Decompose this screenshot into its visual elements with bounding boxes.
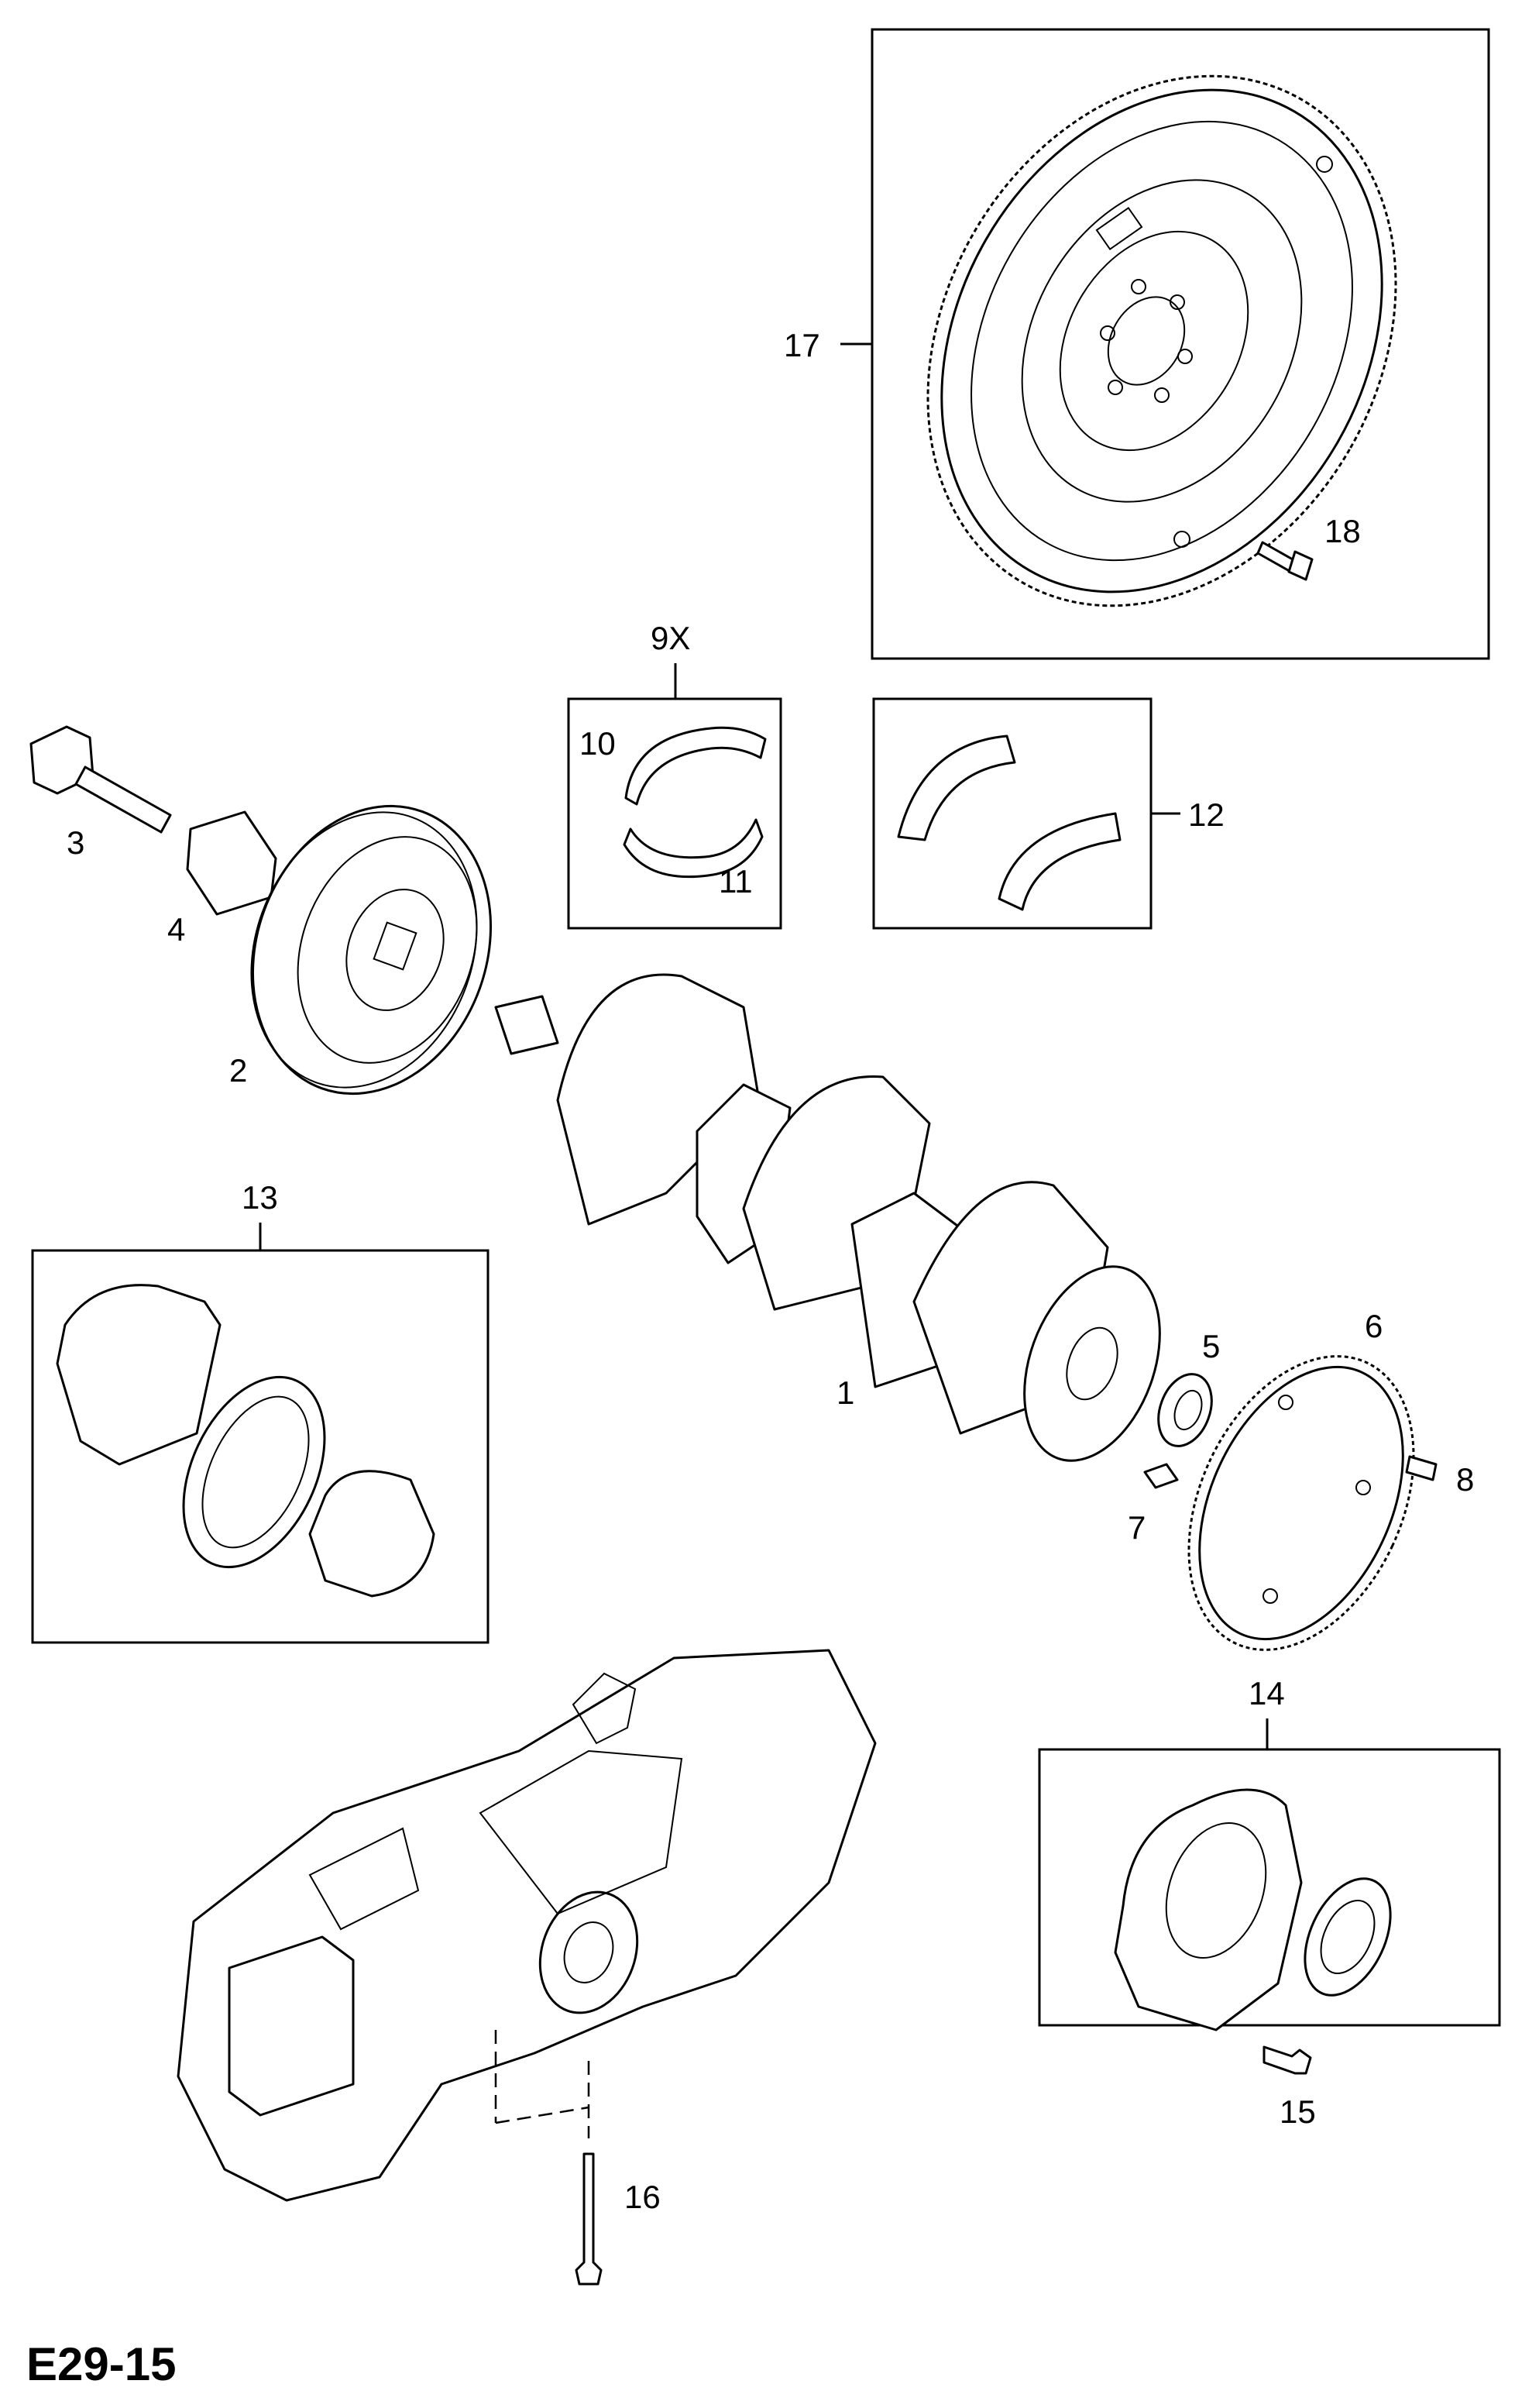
oil-seal-ring — [182, 1375, 326, 1569]
callout-14: 14 — [1249, 1675, 1285, 1711]
rear-seal-box — [1038, 1748, 1501, 2027]
rear-seal-group: 14 — [1038, 1675, 1501, 2031]
pulley-bolt — [29, 725, 172, 834]
callout-16: 16 — [624, 2179, 661, 2215]
callout-12: 12 — [1188, 796, 1225, 833]
reluctor-gear — [1187, 1355, 1415, 1651]
callout-9x: 9X — [651, 620, 690, 656]
thrust-washer-lower — [998, 812, 1122, 911]
callout-4: 4 — [167, 911, 185, 948]
crankshaft-pulley — [250, 804, 493, 1096]
engine-block — [177, 1649, 877, 2202]
pulley-washer — [186, 810, 277, 916]
callout-8: 8 — [1456, 1461, 1474, 1498]
flywheel — [926, 74, 1397, 607]
main-bearing-group: 9X 10 11 — [567, 620, 782, 930]
pilot-bearing — [1157, 1373, 1213, 1447]
callout-7: 7 — [1128, 1509, 1146, 1546]
callout-3: 3 — [67, 824, 84, 861]
gear-bolt — [1405, 1455, 1438, 1481]
callout-13: 13 — [242, 1179, 278, 1216]
bearing-shell-upper — [624, 726, 767, 806]
seal-bushing — [308, 1470, 435, 1598]
flywheel-group: 17 18 — [784, 28, 1490, 660]
rear-seal-housing — [1114, 1788, 1303, 2031]
block-bolt — [575, 2152, 603, 2286]
callout-10: 10 — [579, 725, 616, 762]
thrust-washer-upper — [897, 734, 1016, 841]
callout-2: 2 — [229, 1052, 247, 1089]
front-seal-group: 13 — [31, 1179, 490, 1644]
callout-15: 15 — [1280, 2093, 1316, 2130]
dash-guide-16b — [495, 2106, 589, 2124]
bearing-shell-lower — [623, 818, 764, 879]
callout-17: 17 — [784, 327, 820, 363]
callout-1: 1 — [837, 1374, 854, 1411]
thrust-washer-group: 12 — [872, 697, 1225, 930]
seal-sleeve — [56, 1284, 222, 1466]
callout-6: 6 — [1365, 1308, 1383, 1344]
front-seal-box — [31, 1249, 490, 1644]
page-code: E29-15 — [26, 2338, 176, 2390]
crankshaft — [494, 973, 1161, 1462]
callout-18: 18 — [1324, 513, 1361, 549]
main-bearing-box — [567, 697, 782, 930]
callout-11: 11 — [719, 863, 753, 900]
dowel-pin — [1143, 1463, 1179, 1489]
bolt-18 — [1256, 541, 1314, 581]
rear-seal-bolt — [1262, 2045, 1312, 2075]
rear-oil-seal — [1304, 1877, 1392, 1997]
callout-5: 5 — [1202, 1328, 1220, 1364]
